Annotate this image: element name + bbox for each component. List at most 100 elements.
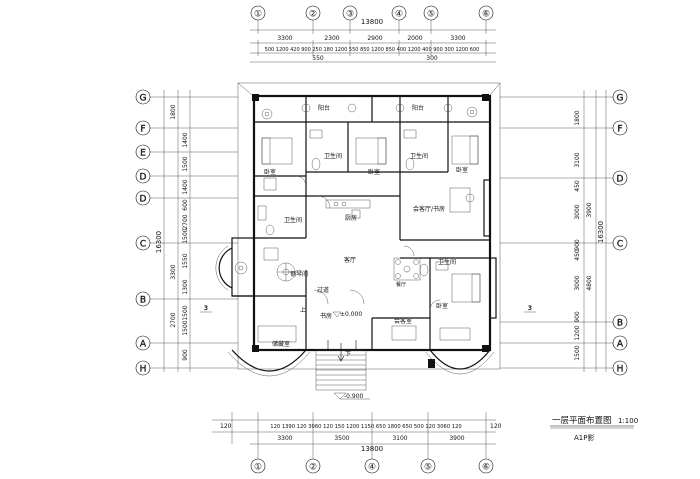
level-marker-outside: -0.900: [333, 392, 370, 400]
svg-text:2900: 2900: [367, 35, 382, 42]
room-label-living: 客厅: [344, 256, 356, 264]
svg-text:④: ④: [368, 463, 376, 473]
room-label-balcony-1: 阳台: [318, 104, 330, 112]
svg-text:E: E: [140, 149, 146, 159]
svg-text:450: 450: [574, 180, 581, 192]
svg-text:-0.900: -0.900: [344, 393, 364, 400]
svg-text:⑤: ⑤: [424, 463, 432, 473]
svg-text:A: A: [617, 340, 624, 350]
axis-bubble-left-C: C: [135, 235, 238, 251]
svg-text:4800: 4800: [586, 275, 593, 290]
svg-text:D: D: [140, 173, 147, 183]
right-total-dimension: 16300: [597, 221, 605, 243]
room-labels: 阳台 阳台 卫生间 卫生间 卧室 卧室 卧室 卫生间 厨房 会客厅/书房 客厅 …: [264, 104, 468, 348]
title-block: 一层平面布置图 1:100 A1P影: [550, 415, 638, 442]
room-label-bathroom-b: 卫生间: [410, 152, 428, 160]
axis-bubble-right-C: C: [500, 235, 628, 251]
room-label-bedroom-4: 卧室: [436, 302, 448, 310]
bottom-dimension-lines: 120 120 1390 120 3060 120 150 1200 1150 …: [212, 412, 502, 453]
svg-text:1400: 1400: [182, 179, 189, 194]
room-label-bathroom-c: 卫生间: [284, 216, 302, 224]
svg-text:B: B: [140, 296, 146, 306]
svg-text:600: 600: [182, 199, 189, 211]
svg-text:C: C: [140, 240, 146, 250]
axis-bubble-bottom-2: ②: [305, 444, 321, 474]
drawing-scale: 1:100: [618, 417, 638, 425]
svg-text:1400: 1400: [182, 132, 189, 147]
svg-text:1200: 1200: [574, 325, 581, 340]
level-marker-floor: ±0.000: [332, 311, 362, 318]
svg-text:±0.000: ±0.000: [340, 311, 362, 318]
svg-text:900: 900: [574, 311, 581, 323]
stairs-up-label: 上: [300, 306, 306, 314]
top-dimension-lines: 13800 3300 2300 2900 2000 3300 500 1200 …: [250, 18, 496, 63]
axis-bubble-right-A: A: [500, 335, 628, 351]
room-label-bedroom-3: 卧室: [456, 166, 468, 174]
svg-text:3300: 3300: [450, 35, 465, 42]
axis-bubble-right-H: H: [500, 360, 628, 376]
svg-text:①: ①: [254, 463, 262, 473]
svg-text:3500: 3500: [334, 435, 349, 442]
svg-text:G: G: [617, 94, 624, 104]
bottom-axis-bubbles: ① ② ④ ⑤ ⑥: [250, 444, 494, 474]
axis-bubble-top-1: ①: [250, 5, 266, 34]
svg-text:D: D: [140, 195, 147, 205]
entrance-stairs: [315, 340, 367, 391]
svg-text:3: 3: [528, 305, 532, 312]
svg-text:1500: 1500: [182, 156, 189, 171]
axis-bubble-left-E: E: [135, 144, 238, 160]
axis-bubble-bottom-5: ⑤: [420, 444, 436, 474]
axis-bubble-left-A: A: [135, 335, 238, 351]
axis-bubble-left-D1: D: [135, 168, 238, 184]
right-dimension-chain: 1800 3100 3900 4800 1500 16300 450 3000 …: [574, 90, 607, 372]
left-axis-bubbles: G F E D D C B A H: [135, 89, 238, 376]
svg-text:1500: 1500: [574, 345, 581, 360]
svg-text:3000: 3000: [574, 204, 581, 219]
svg-text:1300: 1300: [182, 279, 189, 294]
drawing-title: 一层平面布置图: [552, 415, 612, 426]
svg-text:1550: 1550: [182, 253, 189, 268]
axis-bubble-left-H: H: [135, 360, 238, 376]
right-axis-bubbles: G F D C B A H: [500, 89, 628, 376]
svg-text:C: C: [617, 240, 623, 250]
room-label-bathroom-d: 卫生间: [438, 258, 456, 266]
svg-text:3000: 3000: [574, 275, 581, 290]
room-label-corridor: 过道: [317, 286, 329, 294]
top-total-dimension: 13800: [361, 18, 383, 26]
bottom-detail-dimensions: 120 1390 120 3060 120 150 1200 1150 650 …: [270, 424, 461, 430]
room-label-piano: 钢琴间: [290, 270, 308, 278]
axis-bubble-top-3: ③: [342, 5, 358, 34]
svg-text:①: ①: [254, 10, 262, 20]
svg-text:3100: 3100: [574, 152, 581, 167]
furniture: [234, 103, 481, 343]
svg-text:900: 900: [574, 239, 581, 251]
room-label-kitchen: 厨房: [345, 214, 357, 222]
svg-text:④: ④: [395, 10, 403, 20]
axis-bubble-left-G: G: [135, 89, 238, 105]
svg-text:F: F: [140, 125, 145, 135]
svg-text:1800: 1800: [574, 110, 581, 125]
svg-text:F: F: [617, 125, 622, 135]
svg-text:H: H: [617, 365, 624, 375]
svg-text:120: 120: [490, 423, 502, 430]
left-total-dimension: 16300: [155, 231, 163, 253]
room-label-study: 书房: [320, 312, 332, 320]
svg-text:2000: 2000: [407, 35, 422, 42]
svg-text:③: ③: [346, 10, 354, 20]
svg-text:2300: 2300: [324, 35, 339, 42]
axis-bubble-left-F: F: [135, 120, 238, 136]
axis-bubble-top-6: ⑥: [478, 5, 494, 34]
svg-text:D: D: [617, 175, 624, 185]
room-label-dining: 餐厅: [396, 281, 406, 288]
svg-text:⑤: ⑤: [427, 10, 435, 20]
svg-text:②: ②: [309, 463, 317, 473]
svg-text:900: 900: [182, 349, 189, 361]
top-axis-bubbles: ① ② ③ ④ ⑤ ⑥: [250, 5, 494, 34]
svg-text:1500: 1500: [182, 320, 189, 335]
svg-text:120: 120: [220, 423, 232, 430]
room-label-bedroom-2: 卧室: [368, 168, 380, 176]
axis-bubble-bottom-6: ⑥: [478, 444, 494, 474]
room-label-bedroom-1: 卧室: [264, 168, 276, 176]
axis-bubble-bottom-4: ④: [364, 444, 380, 474]
